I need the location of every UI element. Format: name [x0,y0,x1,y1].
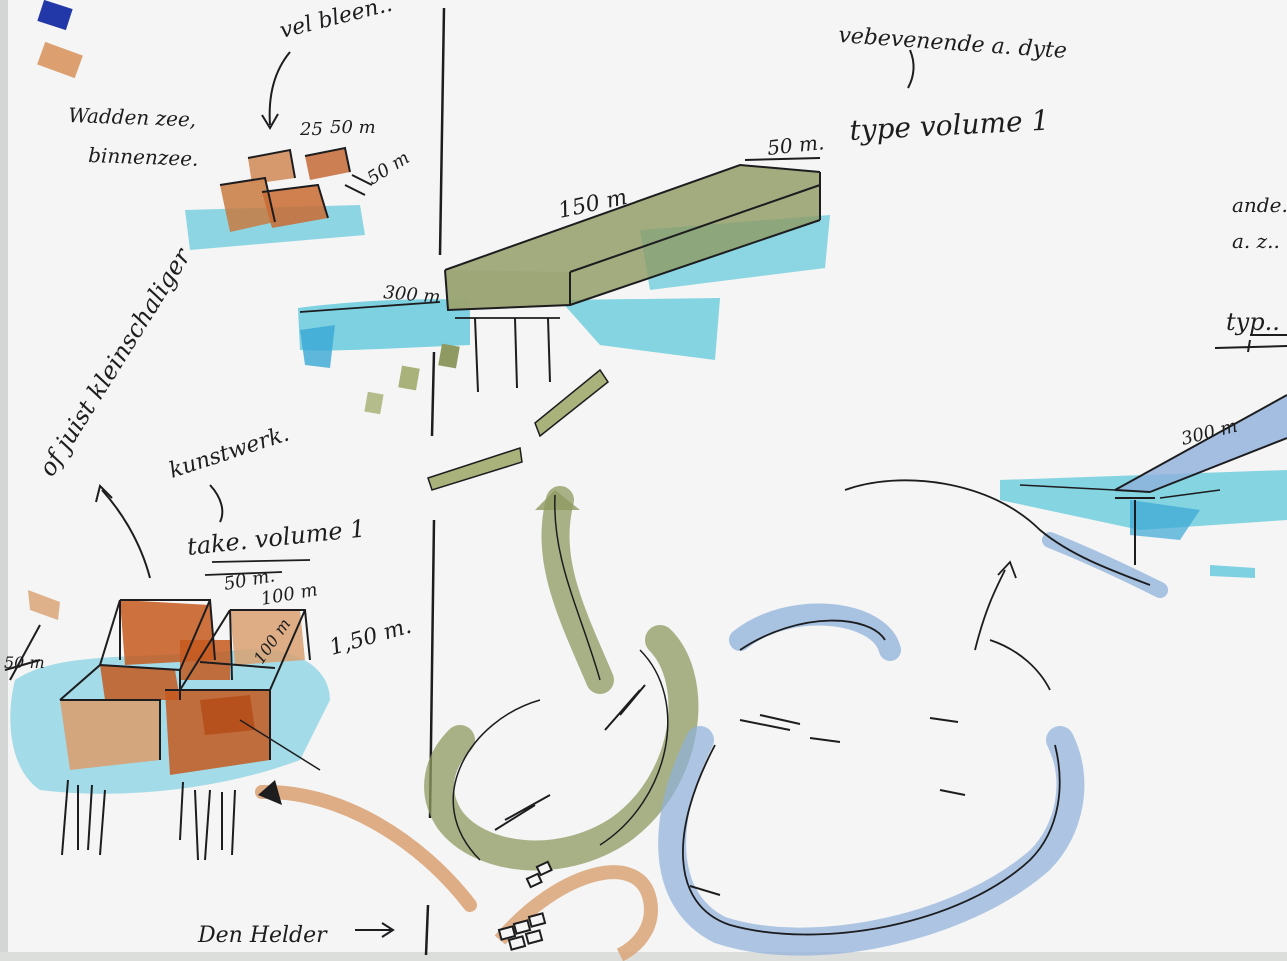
paper-edge-left [0,0,8,961]
label-wadden: Wadden zee, [68,103,197,131]
paper-edge-bottom [0,952,1287,961]
label-binnenzee: binnenzee. [88,143,199,171]
label-dim-50-top: 50 m [330,117,376,138]
label-right-edge-3: typ.. [1226,308,1280,336]
label-den-helder: Den Helder [197,923,328,948]
label-dim-50-edge: 50 m [4,653,45,672]
label-right-edge-2: a. z.. [1232,229,1280,253]
label-dim-25: 25 [299,119,323,140]
olive-square-1 [438,344,460,369]
olive-square-3 [364,392,383,414]
olive-square-2 [398,366,420,391]
label-right-edge-1: ande.. [1232,193,1287,217]
